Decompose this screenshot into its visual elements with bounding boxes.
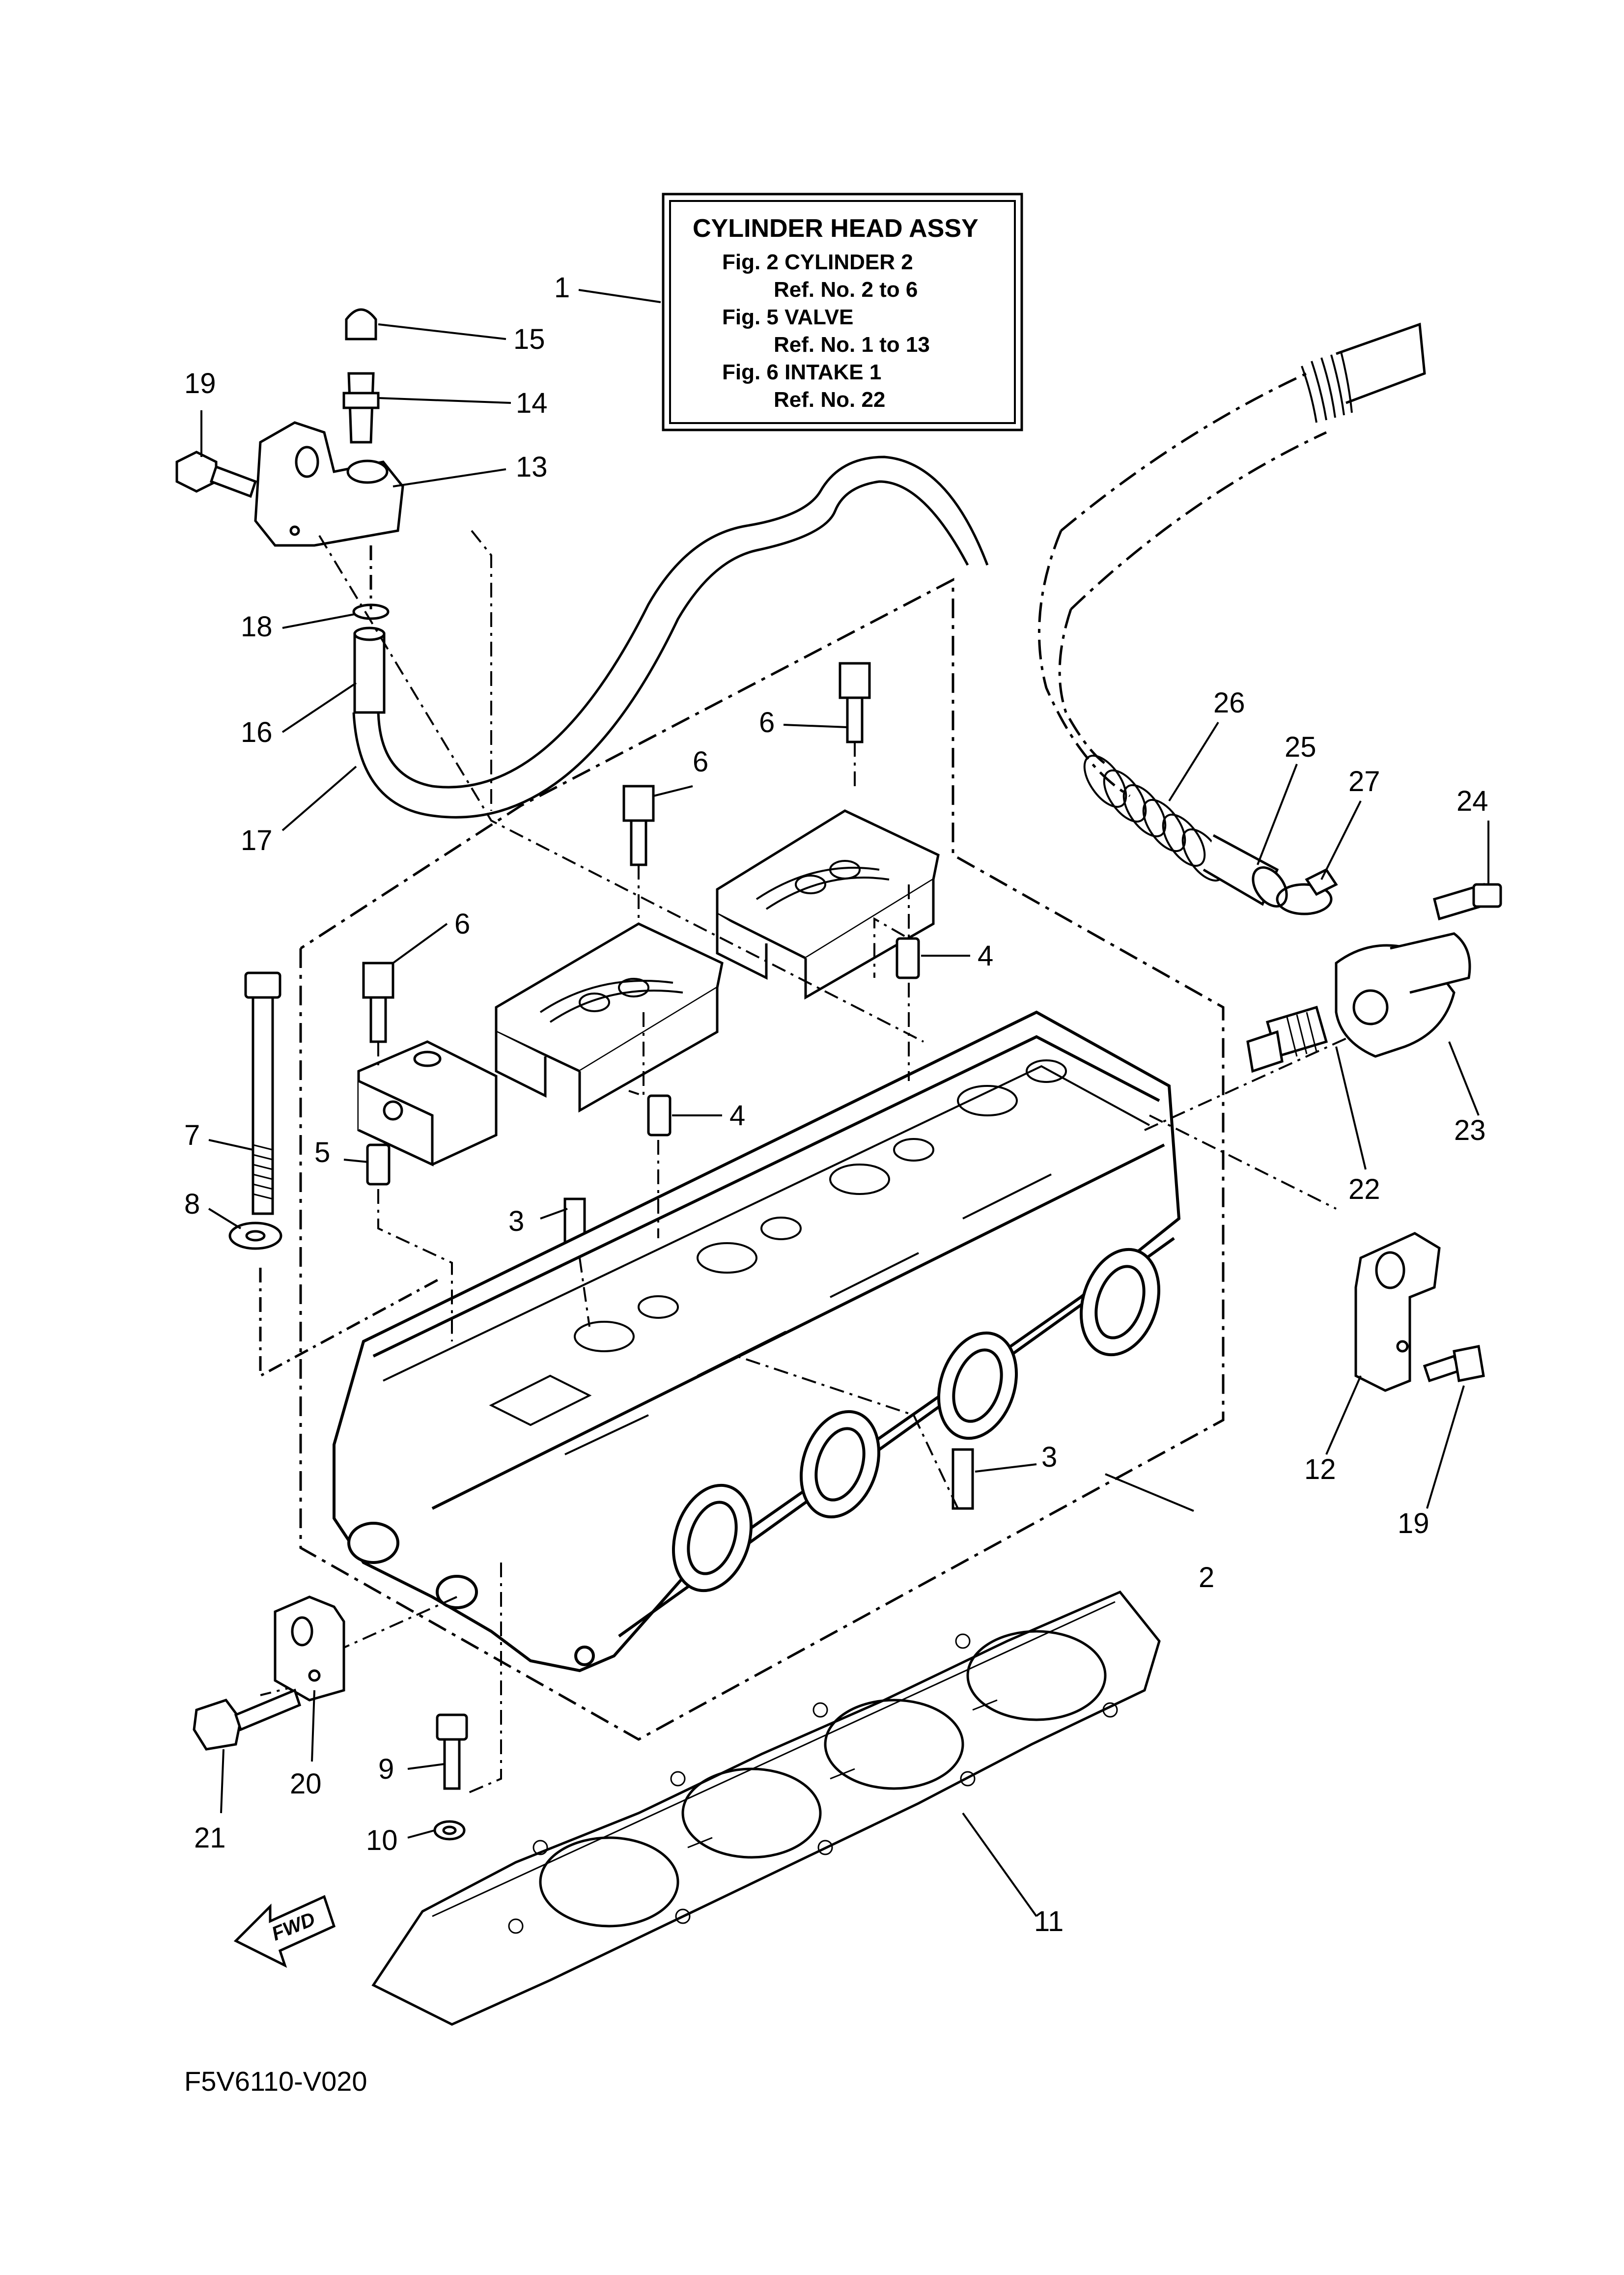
callout-17: 17 <box>241 825 273 856</box>
callout-4: 4 <box>729 1100 745 1132</box>
callout-22: 22 <box>1348 1173 1380 1205</box>
callout-27: 27 <box>1348 766 1380 797</box>
brackets-and-bolts <box>175 451 1485 1841</box>
fwd-arrow-icon: FWD <box>233 1895 336 1968</box>
callout-9: 9 <box>378 1753 394 1785</box>
leader-lines <box>200 289 1489 1917</box>
head-gasket <box>371 1590 1161 2026</box>
callout-18: 18 <box>241 611 273 643</box>
assembly-boundary <box>299 577 1225 1741</box>
callout-20: 20 <box>290 1768 322 1800</box>
legend-line: Ref. No. 2 to 6 <box>774 278 918 302</box>
hose-ribs <box>1301 351 1353 423</box>
legend-line: Fig. 2 CYLINDER 2 <box>722 250 913 274</box>
legend-title: CYLINDER HEAD ASSY <box>693 214 979 243</box>
callout-3: 3 <box>508 1205 524 1237</box>
callout-6: 6 <box>693 746 708 778</box>
bracket-13-assembly <box>254 308 404 620</box>
callout-8: 8 <box>184 1188 200 1220</box>
callout-12: 12 <box>1304 1453 1336 1485</box>
legend-line: Ref. No. 22 <box>774 388 885 412</box>
callout-6: 6 <box>759 707 775 739</box>
callout-5: 5 <box>314 1137 330 1168</box>
thermostat-assembly <box>1246 868 1502 1073</box>
legend-box: CYLINDER HEAD ASSY Fig. 2 CYLINDER 2 Ref… <box>662 193 1023 431</box>
cylinder-head <box>333 1010 1181 1673</box>
callout-15: 15 <box>513 323 545 355</box>
callout-16: 16 <box>241 716 273 748</box>
legend-line: Fig. 6 INTAKE 1 <box>722 360 881 384</box>
callout-24: 24 <box>1456 785 1488 817</box>
callout-3: 3 <box>1041 1441 1057 1473</box>
camshaft-caps <box>357 662 974 1510</box>
callout-19: 19 <box>1398 1507 1429 1539</box>
callout-10: 10 <box>366 1824 398 1856</box>
callout-2: 2 <box>1199 1562 1214 1593</box>
intake-hose <box>1037 322 1426 908</box>
legend-line: Fig. 5 VALVE <box>722 305 853 329</box>
callout-14: 14 <box>516 387 548 419</box>
callout-11: 11 <box>1034 1905 1064 1937</box>
bellows-26 <box>1083 754 1226 882</box>
breather-hose <box>352 455 989 819</box>
callout-13: 13 <box>516 451 548 483</box>
callout-21: 21 <box>194 1822 226 1854</box>
callout-6: 6 <box>454 908 470 940</box>
callout-25: 25 <box>1285 731 1316 763</box>
callout-26: 26 <box>1213 687 1245 719</box>
callout-23: 23 <box>1454 1114 1486 1146</box>
callout-7: 7 <box>184 1119 200 1151</box>
diagram-code: F5V6110-V020 <box>184 2066 367 2097</box>
callout-1: 1 <box>554 272 570 304</box>
legend-line: Ref. No. 1 to 13 <box>774 333 930 357</box>
callouts: 1 2 3 3 4 4 5 6 6 6 7 8 9 10 11 12 13 14… <box>184 272 1488 1937</box>
callout-19: 19 <box>184 368 216 399</box>
callout-4: 4 <box>978 940 993 972</box>
head-bolt-7 <box>228 971 443 1378</box>
